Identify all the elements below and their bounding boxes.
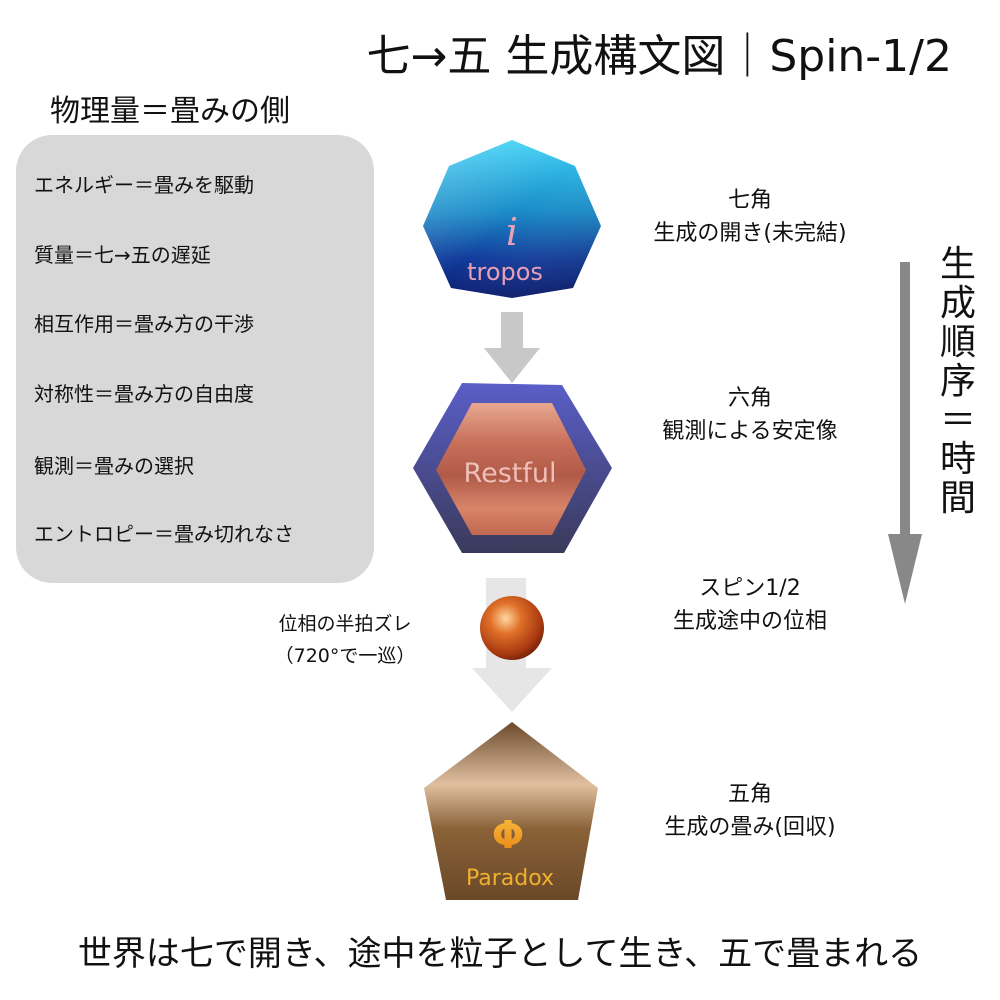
sphere-title: スピン1/2 [699, 576, 801, 601]
heptagon-label: tropos [467, 258, 543, 286]
footer-statement: 世界は七で開き、途中を粒子として生き、五で畳まれる [77, 934, 923, 974]
quantity-mass: 質量＝七→五の遅延 [34, 243, 211, 267]
time-axis-char: 序 [939, 361, 976, 402]
spin-sphere [480, 596, 544, 660]
time-axis-arrow [888, 262, 922, 604]
page-title: 七→五 生成構文図｜Spin-1/2 [366, 31, 952, 82]
quantity-symmetry: 対称性＝畳み方の自由度 [34, 382, 254, 406]
time-axis-char: 生 [939, 244, 976, 285]
pentagon-title: 五角 [727, 782, 772, 807]
hexagon-label: Restful [464, 458, 557, 489]
sphere-caption: スピン1/2 生成途中の位相 [620, 572, 880, 638]
phi-symbol: Φ [492, 813, 524, 857]
hexagon-title: 六角 [727, 386, 772, 411]
heptagon-title: 七角 [727, 188, 772, 213]
heptagon-description: 生成の開き(未完結) [653, 221, 847, 246]
pentagon-description: 生成の畳み(回収) [664, 815, 836, 840]
time-axis-char: 成 [939, 283, 976, 324]
sphere-description: 生成途中の位相 [672, 609, 827, 634]
imaginary-unit-symbol: i [506, 210, 518, 254]
time-axis-label: 生 成 順 序 ＝ 時 間 [928, 245, 988, 518]
pentagon-node [424, 722, 598, 900]
heptagon-caption: 七角 生成の開き(未完結) [620, 184, 880, 250]
time-axis-char: ＝ [939, 400, 976, 441]
flow-arrow-upper [484, 312, 540, 383]
quantities-panel: エネルギー＝畳みを駆動 質量＝七→五の遅延 相互作用＝畳み方の干渉 対称性＝畳み… [16, 135, 374, 583]
phase-shift-line-2: （720°で一巡） [274, 645, 416, 667]
panel-heading: 物理量＝畳みの側 [50, 94, 290, 129]
quantity-interaction: 相互作用＝畳み方の干渉 [34, 312, 254, 336]
time-axis-char: 間 [939, 478, 976, 519]
hexagon-node [413, 383, 612, 553]
hexagon-caption: 六角 観測による安定像 [620, 382, 880, 448]
phase-shift-line-1: 位相の半拍ズレ [278, 613, 412, 635]
phase-shift-note: 位相の半拍ズレ （720°で一巡） [240, 608, 450, 672]
quantity-entropy: エントロピー＝畳み切れなさ [34, 522, 294, 546]
quantity-observation: 観測＝畳みの選択 [34, 454, 194, 478]
time-axis-char: 時 [939, 439, 976, 480]
heptagon-node [423, 140, 601, 298]
quantity-energy: エネルギー＝畳みを駆動 [34, 173, 254, 197]
pentagon-label: Paradox [466, 866, 554, 891]
pentagon-caption: 五角 生成の畳み(回収) [620, 778, 880, 844]
hexagon-description: 観測による安定像 [662, 419, 838, 444]
time-axis-char: 順 [939, 322, 976, 363]
